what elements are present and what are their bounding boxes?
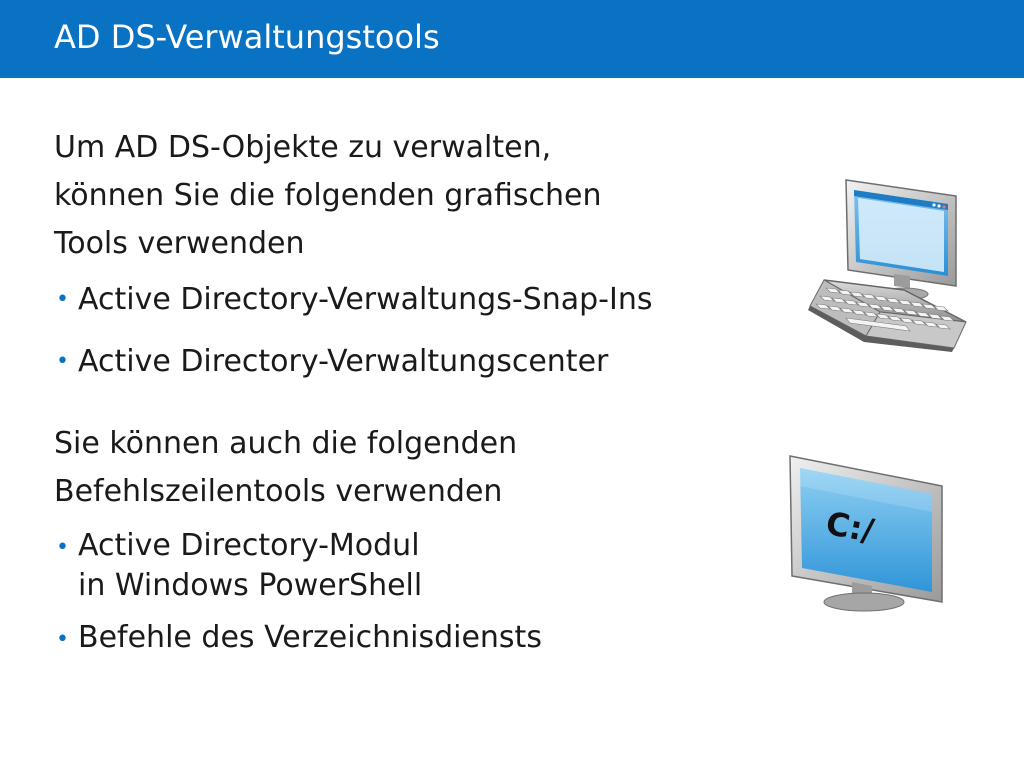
bullet-dot-icon: • <box>56 535 69 560</box>
section1-bullet-list: • Active Directory-Verwaltungs-Snap-Ins … <box>54 278 784 384</box>
section2-heading-line: Sie können auch die folgenden <box>54 426 518 461</box>
bullet-item: • Befehle des Verzeichnisdiensts <box>54 618 784 658</box>
bullet-dot-icon: • <box>56 349 69 374</box>
section2-heading: Sie können auch die folgenden Befehlszei… <box>54 420 784 516</box>
section1-heading-line: Tools verwenden <box>54 226 305 261</box>
section-graphical-tools: Um AD DS-Objekte zu verwalten, können Si… <box>54 124 784 384</box>
section2-bullet-list: • Active Directory-Modul in Windows Powe… <box>54 526 784 658</box>
bullet-text: Active Directory-Verwaltungscenter <box>78 344 609 379</box>
bullet-dot-icon: • <box>56 287 69 312</box>
section1-heading-line: können Sie die folgenden grafischen <box>54 178 602 213</box>
bullet-text: Befehle des Verzeichnisdiensts <box>78 620 542 655</box>
title-bar: AD DS-Verwaltungstools <box>0 0 1024 78</box>
section1-heading: Um AD DS-Objekte zu verwalten, können Si… <box>54 124 784 268</box>
desktop-computer-icon <box>808 179 967 352</box>
command-prompt-monitor-graphic <box>789 455 943 612</box>
command-prompt-monitor-icon: C:/ <box>786 452 950 620</box>
bullet-text: Active Directory-Verwaltungs-Snap-Ins <box>78 282 653 317</box>
bullet-dot-icon: • <box>56 627 69 652</box>
section1-heading-line: Um AD DS-Objekte zu verwalten, <box>54 130 552 165</box>
bullet-text: Active Directory-Modul <box>78 528 420 563</box>
slide-content: Um AD DS-Objekte zu verwalten, können Si… <box>54 124 784 670</box>
section-command-line-tools: Sie können auch die folgenden Befehlszei… <box>54 420 784 658</box>
bullet-item: • Active Directory-Modul in Windows Powe… <box>54 526 784 606</box>
bullet-text-continuation: in Windows PowerShell <box>78 568 423 603</box>
bullet-item: • Active Directory-Verwaltungscenter <box>54 340 784 384</box>
command-prompt-label: C:/ <box>823 504 877 550</box>
slide-title: AD DS-Verwaltungstools <box>54 18 440 56</box>
bullet-item: • Active Directory-Verwaltungs-Snap-Ins <box>54 278 784 322</box>
section2-heading-line: Befehlszeilentools verwenden <box>54 474 503 509</box>
